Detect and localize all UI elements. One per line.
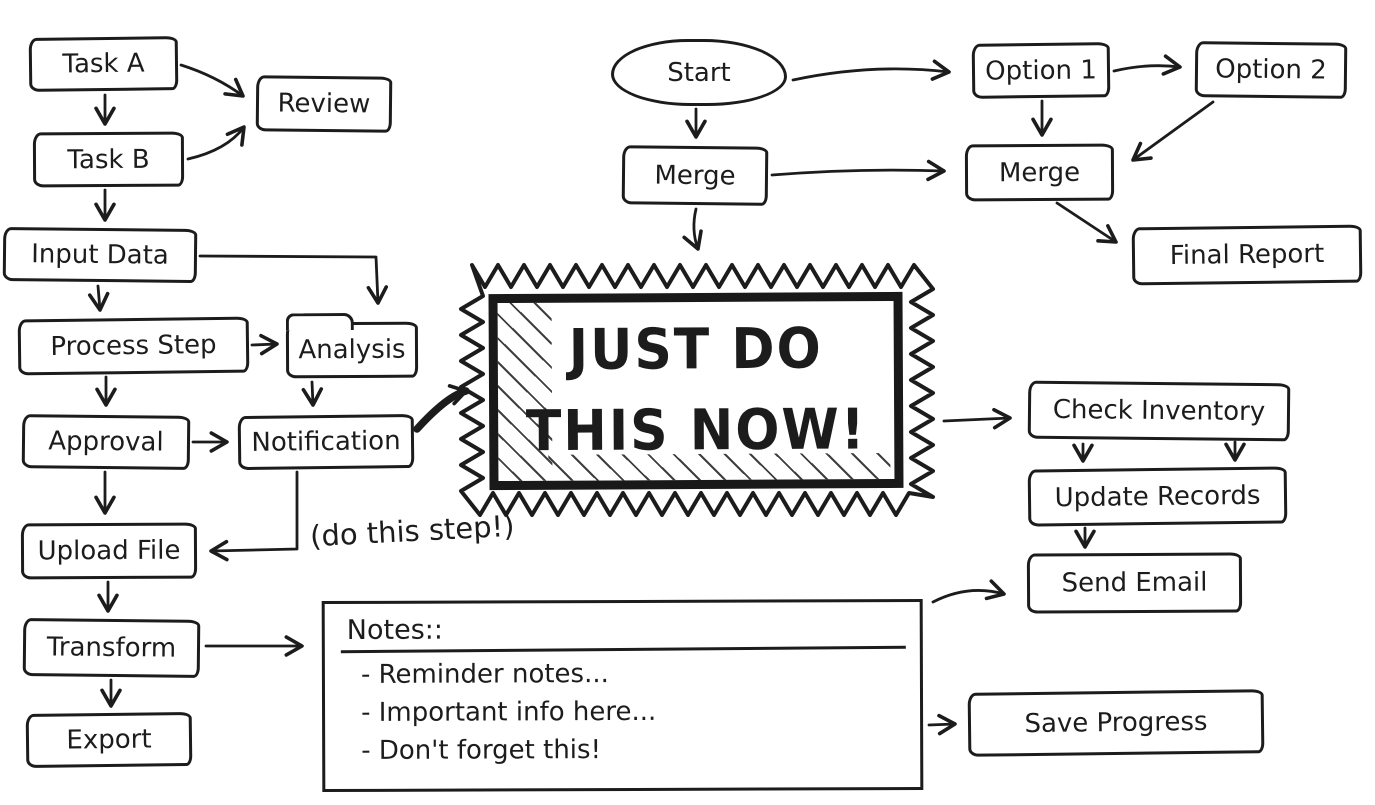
arrow-input-data-to-process-step (87, 284, 110, 312)
notes-item: - Important info here... (361, 696, 657, 728)
arrow-notes-to-send-email (931, 579, 1006, 604)
banner-just-do-this-now: JUST DO THIS NOW! (488, 291, 904, 491)
node-option-1: Option 1 (971, 42, 1111, 99)
node-merge-right: Merge (964, 143, 1115, 202)
notes-title-underline (340, 645, 906, 654)
arrow-notes-to-save-progress (927, 713, 957, 736)
arrow-notification-to-upload-file (209, 470, 299, 562)
node-update-records: Update Records (1027, 466, 1288, 527)
arrow-banner-to-check-inventory (942, 407, 1012, 430)
node-export: Export (25, 711, 193, 769)
node-input-data: Input Data (2, 226, 198, 284)
node-save-progress: Save Progress (967, 689, 1265, 757)
node-upload-file: Upload File (20, 522, 198, 580)
node-check-inventory: Check Inventory (1027, 380, 1291, 442)
arrow-task-a-to-review (179, 63, 245, 98)
arrow-task-b-to-review (186, 125, 246, 161)
arrow-option-1-to-option-2 (1112, 54, 1182, 76)
notes-item: - Don't forget this! (361, 735, 602, 766)
node-process-step: Process Step (17, 316, 250, 376)
node-final-report: Final Report (1131, 224, 1363, 286)
node-send-email: Send Email (1026, 552, 1243, 614)
node-start: Start (611, 39, 787, 106)
node-notification: Notification (237, 413, 415, 471)
node-analysis: Analysis (285, 321, 419, 379)
annotation-do-this-step: (do this step!) (309, 508, 516, 554)
arrow-start-to-option-1 (791, 59, 951, 82)
notes-item: - Reminder notes... (360, 659, 609, 690)
arrow-merge-left-to-merge-right (770, 159, 946, 182)
arrow-notification-to-banner (413, 384, 470, 433)
node-approval: Approval (21, 414, 191, 470)
node-merge-left: Merge (621, 145, 769, 206)
arrow-merge-right-to-final-report (1055, 201, 1118, 244)
node-transform: Transform (22, 618, 201, 678)
arrow-process-step-to-analysis (250, 333, 279, 356)
node-task-b: Task B (32, 131, 185, 188)
arrow-option-2-to-merge-right (1131, 100, 1215, 162)
banner-line-1: JUST DO (568, 317, 823, 384)
banner-line-2: THIS NOW! (525, 397, 867, 465)
node-review: Review (255, 75, 393, 133)
notes-title: Notes:: (346, 614, 444, 646)
node-task-a: Task A (28, 36, 179, 92)
arrow-analysis-to-notification (301, 380, 324, 407)
node-option-2: Option 2 (1194, 41, 1348, 99)
arrow-input-data-to-analysis (198, 254, 389, 305)
arrow-merge-left-to-banner (682, 207, 703, 251)
notes-panel: Notes:: - Reminder notes... - Important … (321, 598, 924, 793)
